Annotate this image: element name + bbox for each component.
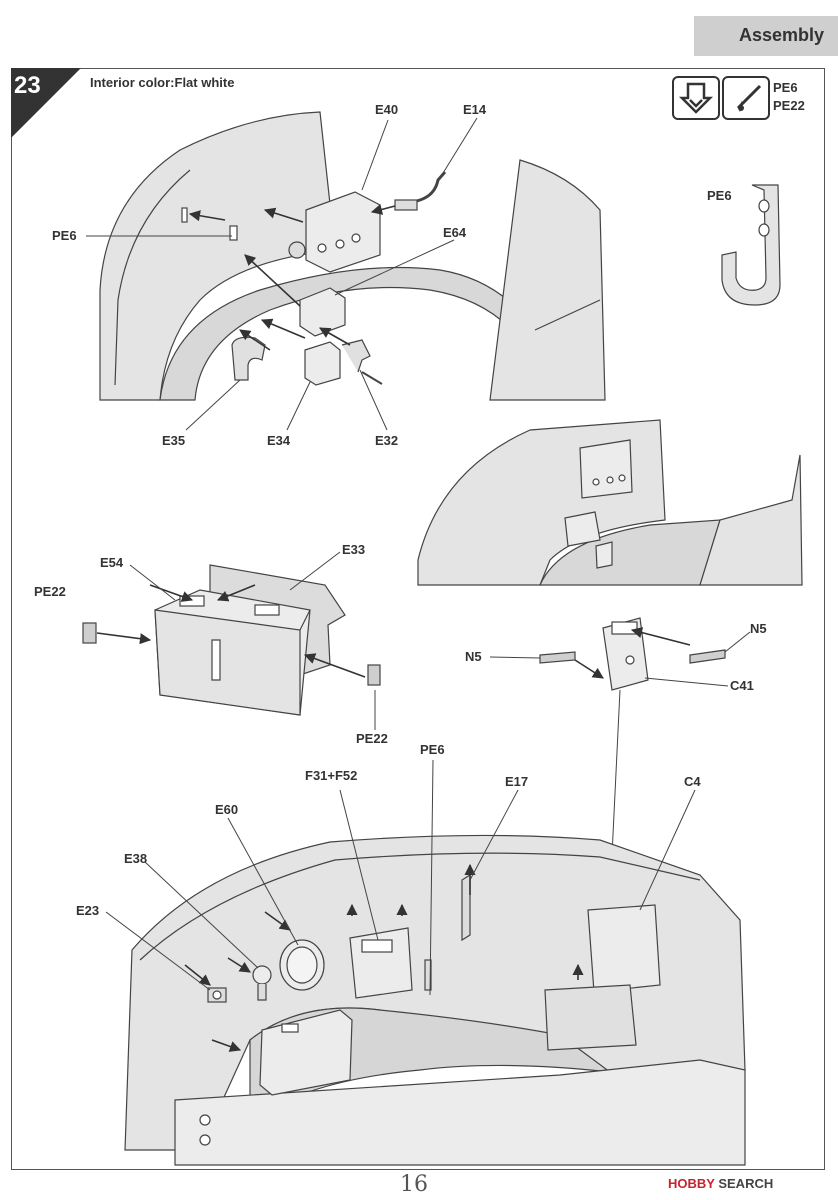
label-pe6-detail: PE6 — [707, 188, 732, 203]
label-e17: E17 — [505, 774, 529, 789]
step-number: 23 — [14, 72, 41, 99]
label-e23: E23 — [76, 903, 100, 918]
label-n5-left: N5 — [465, 649, 482, 664]
label-pe22-right: PE22 — [356, 731, 388, 746]
watermark-rest: SEARCH — [718, 1176, 774, 1191]
part-e17 — [461, 873, 471, 942]
floor-ring — [159, 266, 536, 401]
label-c4: C4 — [684, 774, 701, 789]
part-n5-right — [689, 649, 726, 664]
part-c4 — [587, 904, 661, 993]
color-note: Interior color:Flat white — [90, 75, 235, 90]
pe6-clip — [229, 225, 238, 241]
label-e32: E32 — [375, 433, 399, 448]
part-e35 — [231, 336, 266, 381]
label-e40: E40 — [375, 102, 399, 117]
label-e14: E14 — [463, 102, 487, 117]
label-e35: E35 — [162, 433, 186, 448]
e40-mount — [288, 241, 306, 259]
section-tab: Assembly — [694, 16, 838, 56]
label-pe6-bottom: PE6 — [420, 742, 445, 757]
label-e60: E60 — [215, 802, 239, 817]
toolbox-assembly — [82, 564, 381, 716]
section-title: Assembly — [738, 25, 824, 45]
part-n5-left — [539, 651, 576, 664]
step-badge — [11, 68, 81, 138]
label-e64: E64 — [443, 225, 467, 240]
bottom-hull-assembly — [124, 834, 746, 1166]
label-c41: C41 — [730, 678, 754, 693]
label-n5-right: N5 — [750, 621, 767, 636]
part-e34 — [304, 341, 341, 386]
part-c41 — [539, 617, 726, 691]
pe6-detail — [721, 184, 781, 306]
label-f31-f52: F31+F52 — [305, 768, 358, 783]
pe22-right — [367, 664, 381, 686]
part-e64 — [299, 287, 346, 337]
part-f31-f52 — [349, 927, 413, 999]
watermark-brand: HOBBY — [668, 1176, 715, 1191]
left-hull-wall — [99, 111, 336, 401]
glue-icon — [722, 76, 770, 120]
label-e34: E34 — [267, 433, 291, 448]
photo-etch-icon — [672, 76, 720, 120]
icon-code-pe22: PE22 — [773, 98, 805, 113]
view-hull-side — [417, 419, 803, 586]
part-e14 — [394, 171, 447, 210]
label-pe6: PE6 — [52, 228, 77, 243]
right-hull-wall — [489, 159, 606, 401]
watermark: HOBBY SEARCH — [668, 1176, 773, 1191]
page-number: 16 — [400, 1172, 428, 1197]
pe22-left — [82, 622, 97, 644]
icon-code-pe6: PE6 — [773, 80, 798, 95]
part-e38 — [252, 965, 272, 985]
label-pe22-left: PE22 — [34, 584, 66, 599]
part-e40 — [305, 191, 381, 273]
label-e33: E33 — [342, 542, 366, 557]
part-e32 — [341, 339, 371, 373]
label-e54: E54 — [100, 555, 124, 570]
label-e38: E38 — [124, 851, 148, 866]
